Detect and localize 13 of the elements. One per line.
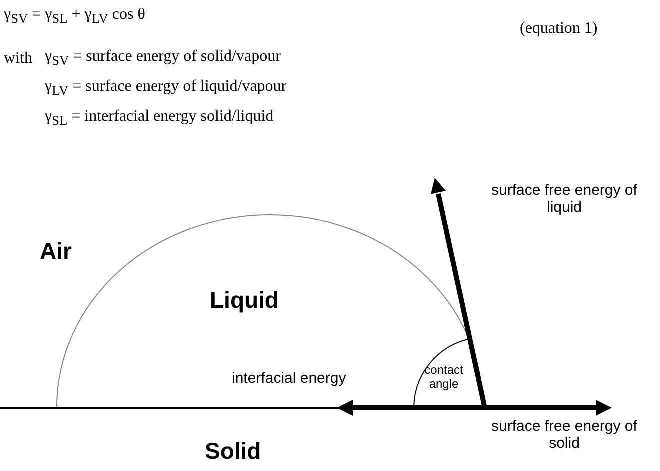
equation: γ$_{SV}$ = γ$_{SL}$ + γ$_{LV}$ cos θ bbox=[4, 6, 146, 26]
region-label: Liquid bbox=[210, 287, 279, 314]
force-label: interfacial energy bbox=[232, 370, 346, 388]
region-label: Air bbox=[40, 238, 72, 264]
definition: γ$_{SV}$ = surface energy of solid/vapour bbox=[45, 48, 281, 68]
force-label: surface free energy of solid bbox=[490, 418, 638, 452]
label: with bbox=[4, 50, 32, 68]
definition: γ$_{SL}$ = interfacial energy solid/liquid bbox=[45, 108, 274, 128]
angle-label: contact angle bbox=[424, 364, 464, 392]
force-label: surface free energy of liquid bbox=[490, 182, 638, 216]
region-label: Solid bbox=[205, 438, 262, 464]
definition: γ$_{LV}$ = surface energy of liquid/vapour bbox=[45, 78, 287, 98]
equation-number: (equation 1) bbox=[520, 20, 598, 38]
